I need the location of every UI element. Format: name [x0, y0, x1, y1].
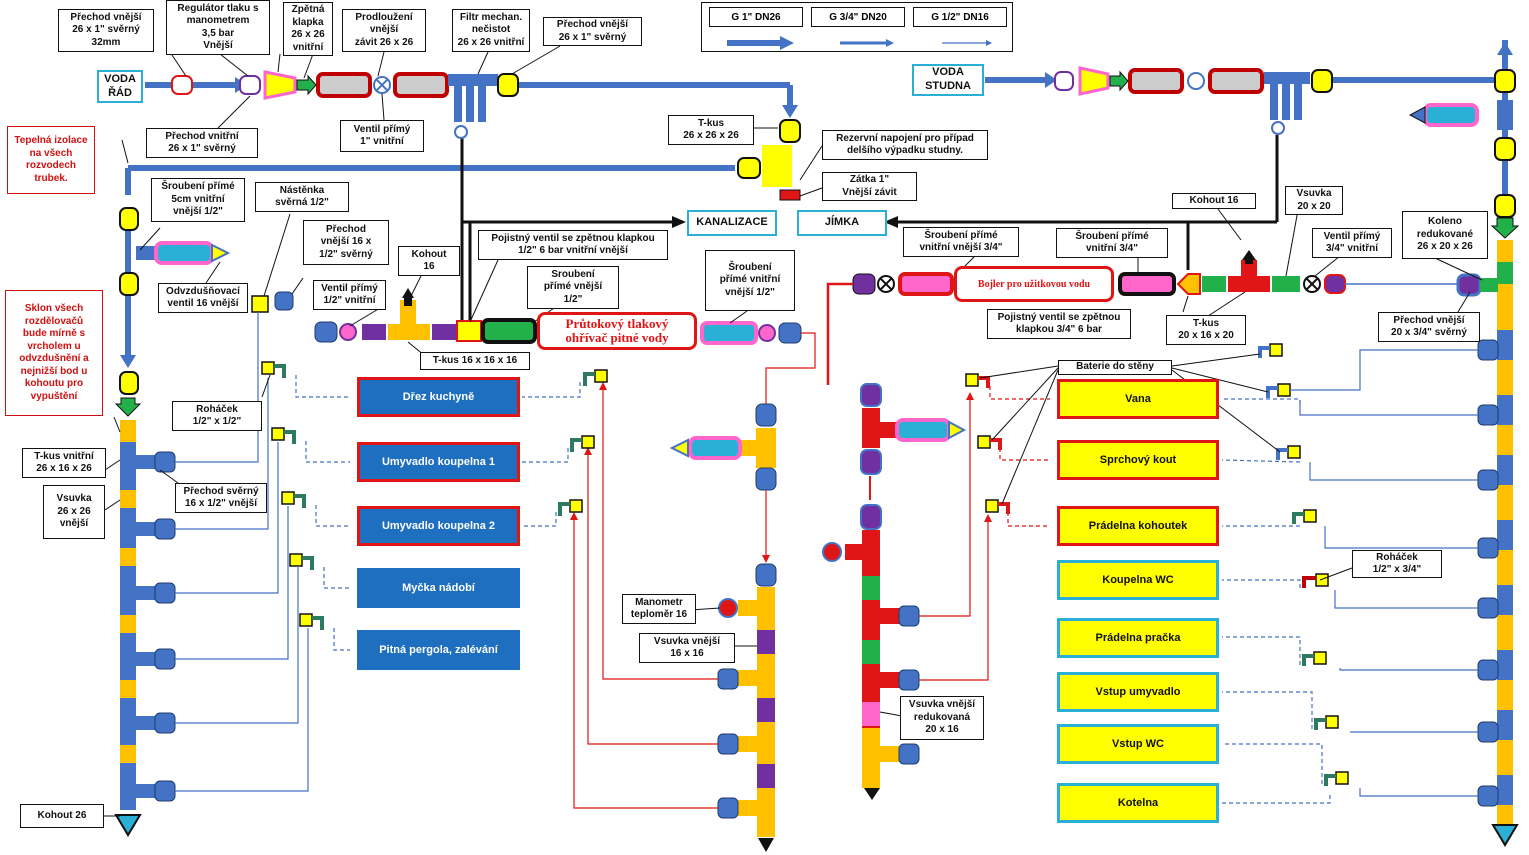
fixture-pradelna-pracka: Prádelna pračka [1057, 618, 1219, 658]
label-baterie: Baterie do stěny [1058, 360, 1172, 375]
drain-lines [460, 135, 1279, 340]
flow-arrow [120, 355, 136, 368]
label-tkus-16: T-kus 16 x 16 x 16 [420, 352, 530, 370]
fixture-drez-kuchyne: Dřez kuchyně [357, 377, 520, 417]
roh-left [261, 361, 608, 630]
green-segment [1497, 262, 1513, 284]
legend-item-dn26: G 1" DN26 [709, 7, 803, 27]
coupling [171, 75, 193, 95]
fixture-koupelna-wc: Koupelna WC [1057, 560, 1219, 600]
legend-item-dn20: G 3/4" DN20 [811, 7, 905, 27]
extension [316, 72, 372, 98]
outlet-arrow [1491, 824, 1519, 847]
coupling [239, 75, 261, 95]
left-manifold-branches [136, 455, 156, 798]
fixture-vstup-umyvadlo: Vstup umyvadlo [1057, 672, 1219, 712]
label-zatka: Zátka 1"Vnější závit [822, 172, 917, 201]
label-kohout-16b: Kohout 16 [1172, 193, 1256, 209]
fixture-umyvadlo-koupelna-2: Umyvadlo koupelna 2 [357, 506, 520, 546]
right-manifold-segments [1497, 330, 1513, 805]
right-manifold-nipples [1477, 339, 1499, 807]
pressure-regulator [263, 70, 297, 100]
label-kohout-26: Kohout 26 [20, 804, 104, 828]
check-valve [296, 74, 317, 96]
legend-item-dn16: G 1/2" DN16 [913, 7, 1007, 27]
drain-arrow [672, 216, 686, 228]
fixture-pitna-pergola: Pitná pergola, zalévání [357, 630, 520, 670]
roh-right [965, 343, 1349, 786]
heater-bojler: Bojler pro užitkovou vodu [954, 266, 1114, 302]
flow-arrow [1045, 72, 1057, 88]
fixture-umyvadlo-koupelna-1: Umyvadlo koupelna 1 [357, 442, 520, 482]
outlet-arrow [114, 814, 142, 837]
fixture-sprchovy-kout: Sprchový kout [1057, 440, 1219, 480]
fixture-vana: Vana [1057, 379, 1219, 419]
fixture-mycka-nadobi: Myčka nádobí [357, 568, 520, 608]
left-manifold-couplings [120, 420, 136, 763]
pipe-size-legend: G 1" DN26 G 3/4" DN20 G 1/2" DN16 [701, 2, 1013, 52]
flow-arrow [1497, 42, 1513, 55]
cold-branch-lines [175, 312, 309, 792]
fixture-vstup-wc: Vstup WC [1057, 724, 1219, 764]
hot-supply-lines [573, 332, 816, 809]
left-manifold-nipples [154, 451, 176, 802]
flow-arrow [782, 105, 798, 118]
fixture-kotelna: Kotelna [1057, 783, 1219, 823]
drain-arrow [884, 216, 898, 228]
outlet-kanalizace: KANALIZACE [687, 210, 777, 236]
coupling [497, 73, 519, 97]
filter [393, 72, 449, 98]
leader-lines [88, 45, 1483, 817]
outlet-jimka: JÍMKA [797, 210, 887, 236]
fixture-pradelna-kohoutek: Prádelna kohoutek [1057, 506, 1219, 546]
